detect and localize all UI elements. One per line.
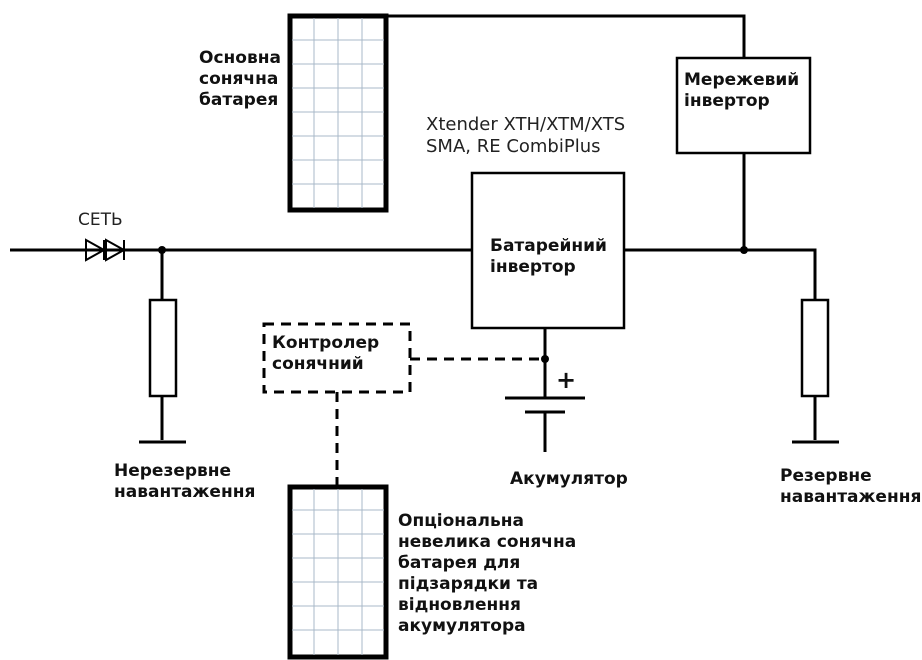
backup-load-label: Резервне навантаження [780,466,922,507]
grid-input-diodes [85,238,127,262]
battery-inverter-box [470,171,626,330]
battery-label: Акумулятор [510,469,628,489]
backup-load-resistor [800,298,830,398]
optional-solar-panel [287,484,389,660]
ac-bus-right [624,248,817,300]
charge-controller-box [262,322,412,394]
inverter-models-label: Xtender XTH/XTM/XTS SMA, RE CombiPlus [426,114,626,157]
grid-inverter-label: Мережевий інвертор [684,70,800,111]
charge-controller-label: Контролер сонячний [272,333,380,374]
panel-to-grid-inverter [338,14,746,58]
grid-inverter-box [675,56,812,155]
main-panel-label: Основна сонячна батарея [199,48,281,110]
nonbackup-load-label: Нерезервне навантаження [114,461,256,502]
main-solar-panel [287,13,389,213]
optional-panel-label: Опціональна невелика сонячна батарея для… [398,511,577,636]
battery-inverter-label: Батарейний інвертор [490,236,607,277]
battery-polarity-symbol: + [556,366,577,394]
grid-label: СЕТЬ [78,210,123,230]
nonbackup-load-resistor [148,298,178,398]
